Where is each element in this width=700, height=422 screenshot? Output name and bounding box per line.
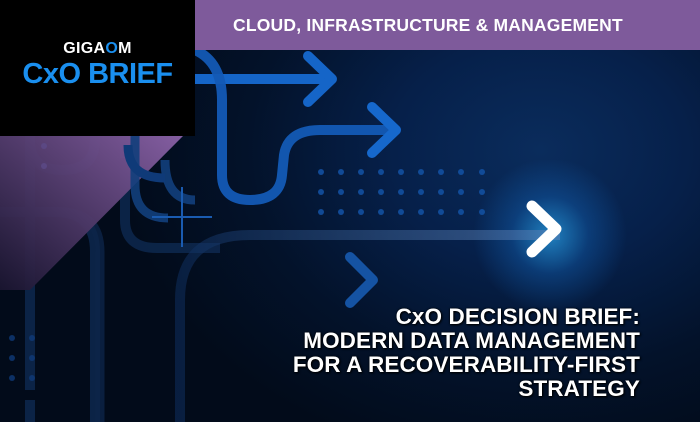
arrow-right-icon — [185, 252, 378, 308]
brand-o: O — [105, 40, 119, 57]
title-line: CxO DECISION BRIEF: — [395, 304, 640, 329]
brand-suffix: M — [118, 40, 132, 57]
page-title: CxO DECISION BRIEF: MODERN DATA MANAGEME… — [293, 305, 640, 401]
arrow-right-icon — [367, 102, 401, 158]
arrow-right-icon — [180, 51, 337, 107]
lower-arc — [175, 230, 560, 422]
plus-icon — [152, 187, 212, 247]
category-label: CLOUD, INFRASTRUCTURE & MANAGEMENT — [233, 14, 623, 35]
logo: GIGAOM CxO BRIEF — [0, 0, 195, 136]
title-line: STRATEGY — [518, 376, 640, 401]
title-line: MODERN DATA MANAGEMENT — [303, 328, 640, 353]
category-banner: CLOUD, INFRASTRUCTURE & MANAGEMENT — [195, 0, 700, 50]
title-line: FOR A RECOVERABILITY-FIRST — [292, 352, 640, 377]
arrow-right-icon — [195, 200, 562, 258]
brand-prefix: GIGA — [63, 40, 106, 57]
brand-wordmark: GIGAOM — [0, 40, 195, 58]
dot-grid — [318, 169, 485, 215]
dot-grid-small — [9, 143, 47, 381]
product-name: CxO BRIEF — [22, 58, 173, 90]
